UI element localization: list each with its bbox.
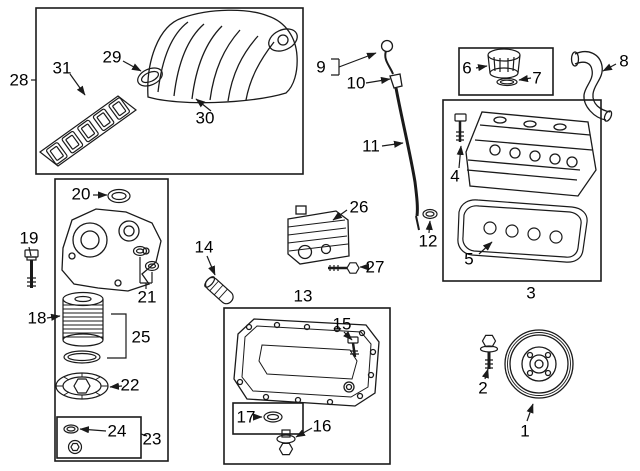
callout-21: 21 <box>137 287 157 307</box>
manifold-gasket-strip <box>38 95 138 167</box>
leader-25-bracket <box>107 313 127 359</box>
callout-18: 18 <box>27 308 47 328</box>
box-drain-seal <box>232 402 304 435</box>
callout-30: 30 <box>195 108 215 128</box>
leader-18 <box>46 313 61 321</box>
leader-26 <box>332 209 348 221</box>
intake-manifold-drawing <box>147 9 298 104</box>
cooler-bolt <box>328 262 360 274</box>
callout-3: 3 <box>526 283 536 303</box>
leader-9-bracket <box>331 58 340 76</box>
callout-23: 23 <box>142 429 162 449</box>
callout-16: 16 <box>312 416 332 436</box>
breather-hose-drawing <box>570 51 613 122</box>
leader-30 <box>195 98 212 112</box>
callout-25: 25 <box>131 327 151 347</box>
callout-4: 4 <box>450 166 460 186</box>
leader-15 <box>343 331 353 341</box>
group-leader-lines <box>28 52 617 438</box>
leader-19 <box>28 246 32 257</box>
leader-5 <box>478 241 493 255</box>
drain-plug-oring <box>263 411 283 423</box>
leader-29 <box>122 60 142 72</box>
leader-31 <box>69 73 86 96</box>
callout-28: 28 <box>9 70 29 90</box>
leader-9 <box>338 52 377 68</box>
callout-31: 31 <box>52 58 72 78</box>
filter-cap-oring <box>63 350 101 364</box>
callout-1: 1 <box>520 421 530 441</box>
leader-14 <box>206 255 216 276</box>
callout-29: 29 <box>102 47 122 67</box>
leader-22 <box>109 382 123 390</box>
oil-cooler-drawing <box>287 205 350 265</box>
drain-plug-drawing <box>276 429 296 456</box>
callout-8: 8 <box>619 51 629 71</box>
box-filter-cap-parts <box>56 416 142 459</box>
leader-23 <box>140 433 148 437</box>
valve-cover-gasket <box>457 199 588 263</box>
callout-13: 13 <box>293 286 313 306</box>
leader-24 <box>79 426 107 434</box>
dipstick-tube-oring <box>422 208 438 220</box>
callout-2: 2 <box>478 378 488 398</box>
callout-26: 26 <box>349 197 369 217</box>
leader-8 <box>602 63 617 72</box>
box-oil-pan-group <box>223 307 391 465</box>
suction-tube-drawing <box>204 276 234 305</box>
callout-12: 12 <box>418 231 438 251</box>
leader-7 <box>518 74 532 83</box>
pulley-bolt <box>479 334 499 369</box>
small-orings <box>132 245 160 272</box>
callout-20: 20 <box>71 184 91 204</box>
box-oil-cap-group <box>458 47 554 96</box>
crank-pulley-drawing <box>504 329 574 399</box>
box-intake-manifold-group <box>35 7 304 175</box>
cap-seal-and-plug <box>63 424 83 455</box>
leader-12 <box>425 220 433 234</box>
filter-cap-drawing <box>55 372 109 400</box>
valve-cover-bolt <box>454 113 467 142</box>
callout-14: 14 <box>194 237 214 257</box>
box-valve-cover-group <box>442 99 602 282</box>
leader-1 <box>526 403 534 422</box>
callout-17: 17 <box>236 407 256 427</box>
callout-15: 15 <box>332 314 352 334</box>
dipstick-drawing <box>380 39 420 231</box>
callout-5: 5 <box>464 249 474 269</box>
leader-10 <box>365 76 391 85</box>
manifold-seal <box>137 67 163 87</box>
oil-pan-drawing <box>233 318 380 407</box>
oil-filter-housing-drawing <box>61 208 162 292</box>
callout-19: 19 <box>19 228 39 248</box>
leader-6 <box>475 64 488 72</box>
leader-4 <box>456 145 464 169</box>
oil-cap-seal <box>496 77 518 87</box>
housing-top-oring <box>107 188 131 204</box>
pan-bolt <box>347 336 359 358</box>
callout-6: 6 <box>462 58 472 78</box>
leader-11 <box>381 140 404 148</box>
callout-11: 11 <box>362 136 380 156</box>
callout-10: 10 <box>346 73 366 93</box>
leader-21-bracket <box>139 257 153 289</box>
callout-24: 24 <box>107 421 127 441</box>
callout-9: 9 <box>316 57 326 77</box>
oil-filter-element <box>62 291 104 347</box>
callout-27: 27 <box>365 257 385 277</box>
valve-cover-drawing <box>465 111 597 197</box>
housing-bolt <box>24 249 39 288</box>
leader-16 <box>295 427 313 438</box>
callout-22: 22 <box>120 375 140 395</box>
oil-cap-drawing <box>487 48 521 79</box>
callout-7: 7 <box>532 68 542 88</box>
leader-2 <box>481 368 489 380</box>
